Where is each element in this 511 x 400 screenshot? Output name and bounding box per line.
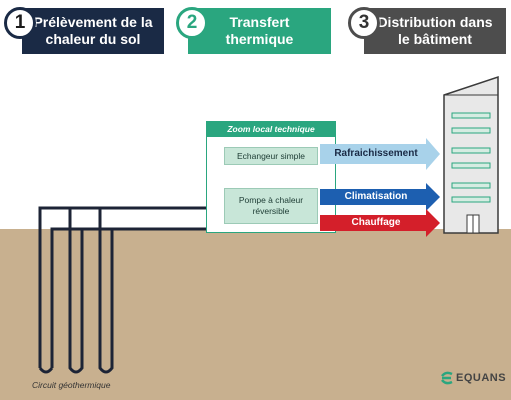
step-3-title: Distribution dans le bâtiment [377,14,493,47]
aircon-label: Climatisation [344,191,408,202]
zoom-title: Zoom local technique [207,122,335,137]
step-1-banner: Prélèvement de la chaleur du sol [22,8,164,54]
caption-circuit-geothermique: Circuit géothermique [32,380,111,390]
heating-arrow [320,209,440,237]
heating-label: Chauffage [351,217,401,228]
heat-pump-box: Pompe à chaleur réversible [224,188,318,224]
cooling-label: Rafraichissement [334,148,418,159]
exchanger-box: Echangeur simple [224,147,318,165]
step-1-number: 1 [4,7,36,39]
step-3: Distribution dans le bâtiment 3 [348,4,506,54]
building-icon [443,75,499,234]
equans-logo: EQUANS [440,371,506,385]
aircon-arrow [320,183,440,211]
step-2-number: 2 [176,7,208,39]
step-1: Prélèvement de la chaleur du sol 1 [4,4,164,54]
step-3-number: 3 [348,7,380,39]
equans-logo-icon [441,371,453,385]
cooling-arrow [320,138,440,170]
step-1-title: Prélèvement de la chaleur du sol [33,14,153,47]
zoom-local-technique: Zoom local technique Echangeur simple Po… [206,121,336,233]
step-3-banner: Distribution dans le bâtiment [364,8,506,54]
ground [0,229,511,400]
equans-logo-text: EQUANS [456,372,507,384]
step-2-banner: Transfert thermique [188,8,331,54]
step-2-title: Transfert thermique [225,14,294,47]
step-2: Transfert thermique 2 [176,4,336,54]
